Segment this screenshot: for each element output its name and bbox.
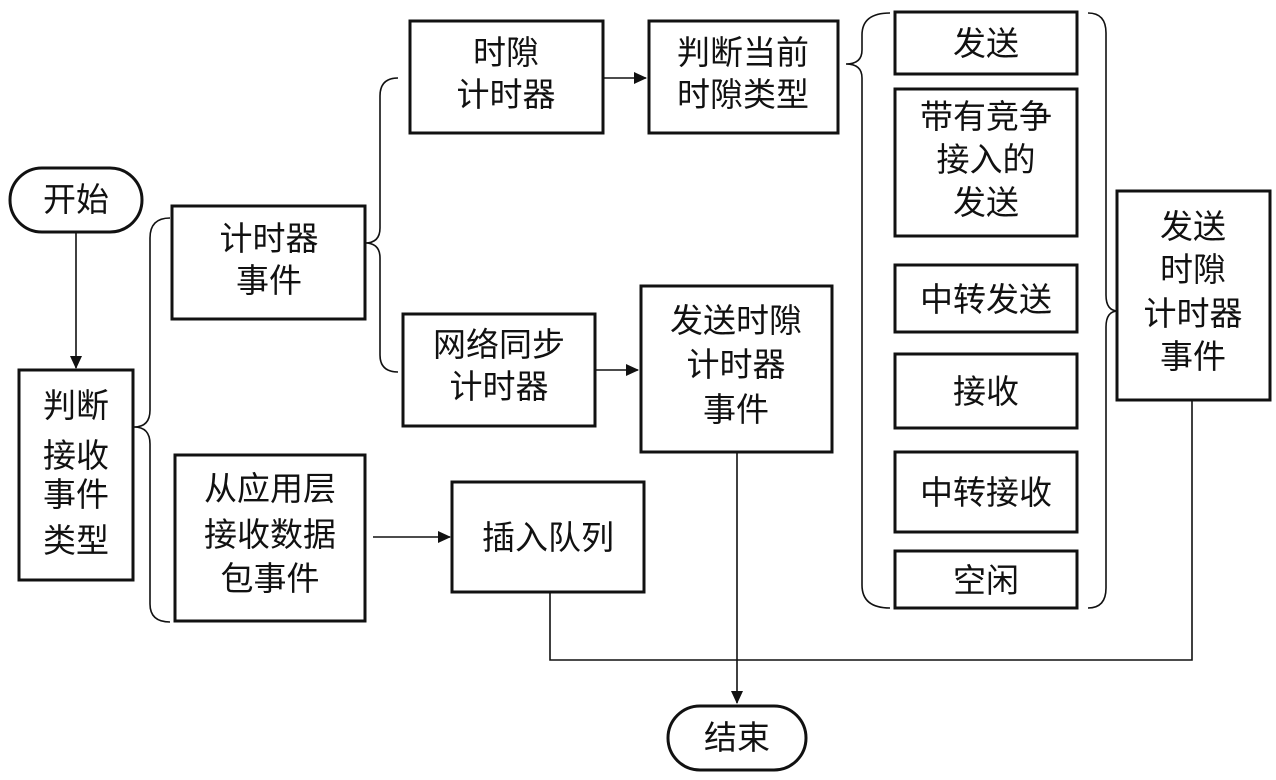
slot-relay-receive-label: 中转接收 (920, 473, 1052, 512)
slot-contention-line-2: 接入的 (937, 140, 1036, 179)
send-slot-event-line-2: 计时器 (687, 345, 786, 384)
send-slot-event-line-3: 事件 (703, 390, 769, 429)
edge-queue-and-right-event-merge (549, 400, 1193, 661)
slot-contention-line-3: 发送 (953, 183, 1019, 222)
svg-text:发送: 发送 (1160, 207, 1226, 246)
svg-text:接收数据: 接收数据 (204, 515, 336, 554)
svg-text:计时器: 计时器 (687, 345, 786, 384)
right-event-line-3: 计时器 (1144, 294, 1243, 333)
node-end: 结束 (666, 704, 808, 772)
svg-text:事件: 事件 (236, 261, 302, 300)
slot-contention-line-1: 带有竞争 (920, 97, 1052, 136)
node-start: 开始 (8, 166, 144, 234)
insert-queue-label: 插入队列 (482, 518, 614, 557)
node-slot-timer: 时隙 计时器 (408, 19, 605, 135)
svg-text:发送: 发送 (953, 183, 1019, 222)
slot-receive-label: 接收 (953, 372, 1019, 411)
svg-text:时隙: 时隙 (473, 33, 539, 72)
node-send-slot-event-right: 发送 时隙 计时器 事件 (1115, 189, 1272, 402)
svg-text:事件: 事件 (1160, 337, 1226, 376)
judge-event-line-2: 接收 (43, 436, 109, 475)
brace-judge-slot (845, 12, 891, 609)
node-slot-send: 发送 (893, 10, 1079, 76)
svg-text:计时器: 计时器 (1144, 294, 1243, 333)
slot-relay-send-label: 中转发送 (920, 280, 1052, 319)
svg-text:判断当前: 判断当前 (677, 33, 809, 72)
timer-event-line-2: 事件 (236, 261, 302, 300)
svg-text:类型: 类型 (43, 521, 109, 560)
node-net-sync-timer: 网络同步 计时器 (401, 312, 597, 428)
data-event-line-2: 接收数据 (204, 515, 336, 554)
svg-text:空闲: 空闲 (953, 561, 1019, 600)
svg-text:接入的: 接入的 (937, 140, 1036, 179)
brace-slot-types-right (1087, 12, 1119, 609)
node-judge-event-type: 判断 接收 事件 类型 (17, 368, 135, 582)
slot-send-label: 发送 (953, 24, 1019, 63)
svg-text:发送时隙: 发送时隙 (670, 301, 802, 340)
right-event-line-1: 发送 (1160, 207, 1226, 246)
judge-slot-line-2: 时隙类型 (677, 75, 809, 114)
svg-text:计时器: 计时器 (450, 367, 549, 406)
node-slot-relay-receive: 中转接收 (893, 450, 1079, 534)
svg-text:事件: 事件 (703, 390, 769, 429)
right-event-line-2: 时隙 (1160, 250, 1226, 289)
slot-timer-line-1: 时隙 (473, 33, 539, 72)
node-timer-event: 计时器 事件 (170, 204, 367, 321)
node-send-slot-timer-event: 发送时隙 计时器 事件 (639, 284, 834, 454)
node-data-packet-event: 从应用层 接收数据 包事件 (173, 453, 367, 623)
svg-text:接收: 接收 (953, 372, 1019, 411)
slot-idle-label: 空闲 (953, 561, 1019, 600)
svg-text:计时器: 计时器 (220, 219, 319, 258)
svg-text:中转发送: 中转发送 (920, 280, 1052, 319)
svg-text:网络同步: 网络同步 (433, 325, 565, 364)
svg-text:事件: 事件 (43, 475, 109, 514)
net-sync-line-1: 网络同步 (433, 325, 565, 364)
brace-judge-event (133, 217, 171, 623)
judge-event-line-4: 类型 (43, 521, 109, 560)
node-slot-contention-send: 带有竞争 接入的 发送 (893, 87, 1079, 238)
node-slot-idle: 空闲 (893, 549, 1079, 610)
svg-text:时隙类型: 时隙类型 (677, 75, 809, 114)
svg-text:判断: 判断 (43, 386, 109, 425)
svg-text:时隙: 时隙 (1160, 250, 1226, 289)
svg-text:发送: 发送 (953, 24, 1019, 63)
judge-slot-line-1: 判断当前 (677, 33, 809, 72)
judge-event-line-3: 事件 (43, 475, 109, 514)
node-end-label: 结束 (704, 718, 770, 757)
brace-timer-event (364, 77, 399, 373)
svg-text:结束: 结束 (704, 718, 770, 757)
right-event-line-4: 事件 (1160, 337, 1226, 376)
svg-text:插入队列: 插入队列 (482, 518, 614, 557)
svg-text:从应用层: 从应用层 (204, 469, 336, 508)
node-slot-relay-send: 中转发送 (893, 263, 1079, 334)
node-insert-queue: 插入队列 (450, 480, 646, 594)
svg-text:中转接收: 中转接收 (920, 473, 1052, 512)
svg-text:开始: 开始 (43, 180, 109, 219)
svg-text:接收: 接收 (43, 436, 109, 475)
node-slot-receive: 接收 (893, 352, 1079, 430)
slot-timer-line-2: 计时器 (457, 75, 556, 114)
net-sync-line-2: 计时器 (450, 367, 549, 406)
svg-text:包事件: 包事件 (221, 559, 320, 598)
timer-event-line-1: 计时器 (220, 219, 319, 258)
edges (70, 72, 1193, 704)
svg-text:计时器: 计时器 (457, 75, 556, 114)
data-event-line-1: 从应用层 (204, 469, 336, 508)
send-slot-event-line-1: 发送时隙 (670, 301, 802, 340)
node-judge-slot-type: 判断当前 时隙类型 (647, 19, 840, 135)
node-start-label: 开始 (43, 180, 109, 219)
judge-event-line-1: 判断 (43, 386, 109, 425)
data-event-line-3: 包事件 (221, 559, 320, 598)
svg-text:带有竞争: 带有竞争 (920, 97, 1052, 136)
